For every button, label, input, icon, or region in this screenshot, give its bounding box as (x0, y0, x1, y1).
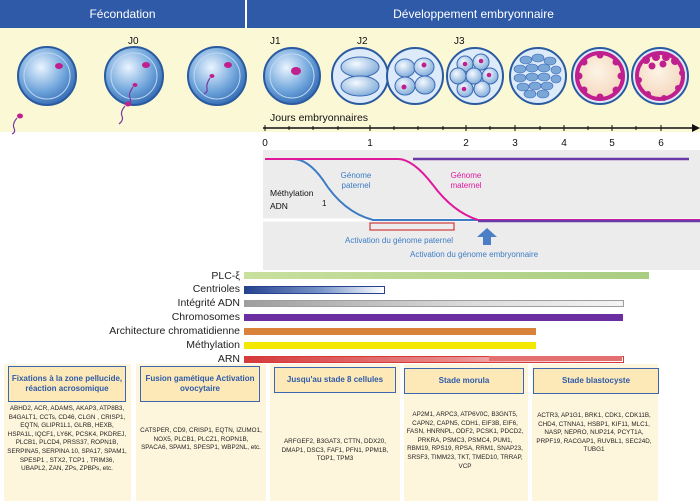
blastocyst-early-icon (571, 47, 629, 105)
timeline-tick-1: 1 (367, 138, 373, 149)
factor-label-dna-integrity: Intégrité ADN (177, 297, 240, 309)
methylation-curves (263, 157, 700, 245)
stage-label-j0: J0 (128, 36, 139, 47)
timeline-tick-5: 5 (609, 138, 615, 149)
timeline-tick-0: 0 (262, 138, 268, 149)
four-cell-embryo-icon (386, 47, 444, 105)
header-developpement: Développement embryonnaire (247, 0, 700, 28)
paternal-activation-label: Activation du génome paternel (345, 236, 454, 245)
factor-label-chromosomes: Chromosomes (171, 311, 240, 323)
stage-label-j2: J2 (357, 36, 368, 47)
factor-label-rna: ARN (217, 353, 240, 365)
timeline-title: Jours embryonnaires (270, 112, 369, 124)
card-morula-body: AP2M1, ARPC3, ATP6V0C, B3GNT5, CAPN2, CA… (406, 411, 524, 470)
timeline-tick-4: 4 (561, 138, 567, 149)
methylation-label-line1: Méthylation (270, 188, 314, 198)
card-fusion-title: Fusion gamétique Activation ovocytaire (140, 366, 260, 402)
card-blastocyst-body: ACTR3, AP1G1, BRK1, CDK1, CDK11B, CHD4, … (536, 412, 652, 454)
card-zona-pellucida-body: ABHD2, ACR, ADAMS, AKAP3, ATP8B3, B4GALT… (7, 405, 127, 473)
zygote-icon (263, 47, 321, 105)
stage-label-j1: J1 (270, 36, 281, 47)
card-8-cells-body: ARFGEF2, B3GAT3, CTTN, DDX20, DMAP1, DSC… (281, 438, 389, 463)
maternal-genome-label: Génome maternel (450, 171, 482, 190)
header-divider (245, 0, 247, 28)
paternal-genome-label: Génome paternel (340, 171, 372, 190)
factor-bar-methylation (244, 342, 536, 349)
card-8-cells-title: Jusqu'au stade 8 cellules (274, 367, 396, 393)
methylation-panel (263, 150, 700, 270)
eight-cell-embryo-icon (446, 47, 504, 105)
timeline-axis (263, 124, 700, 132)
header-fecondation: Fécondation (0, 0, 245, 28)
factor-bar-chromosomes (244, 314, 623, 321)
factor-bar-rna-marker (489, 356, 622, 361)
card-morula-title: Stade morula (404, 368, 524, 394)
card-zona-pellucida-title: Fixations à la zone pellucide, réaction … (8, 366, 126, 402)
methylation-label: Méthylation ADN (270, 187, 313, 213)
factor-bar-dna-integrity (244, 300, 624, 307)
timeline-tick-3: 3 (512, 138, 518, 149)
two-cell-embryo-icon (331, 47, 389, 105)
morula-icon (509, 47, 567, 105)
stage-label-j3: J3 (454, 36, 465, 47)
factor-bar-chromatin (244, 328, 536, 335)
factor-bar-centrioles (244, 286, 385, 294)
methylation-marker: 1 (322, 199, 327, 208)
blastocyst-late-icon (631, 47, 689, 105)
factor-label-chromatin: Architecture chromatidienne (109, 325, 240, 337)
factor-label-centrioles: Centrioles (192, 283, 240, 295)
factor-label-plc: PLC-ξ (211, 270, 240, 282)
fertilization-icon (104, 46, 164, 125)
embryo-stages-illustration (11, 46, 689, 135)
embryonic-activation-label: Activation du génome embryonnaire (410, 250, 539, 259)
factor-label-methylation: Méthylation (186, 339, 240, 351)
oocyte-icon (11, 46, 77, 135)
timeline-tick-2: 2 (463, 138, 469, 149)
factor-bar-plc (244, 272, 649, 279)
header-developpement-title: Développement embryonnaire (393, 7, 554, 21)
card-blastocyst-title: Stade blastocyste (533, 368, 659, 394)
factor-bar-rna (244, 356, 624, 363)
card-fusion-body: CATSPER, CD9, CRISP1, EQTN, IZUMO1, NOX5… (140, 427, 262, 452)
methylation-label-line2: ADN (270, 201, 288, 211)
sperm-approach-icon (187, 46, 247, 106)
header-fecondation-title: Fécondation (89, 7, 156, 21)
timeline-tick-6: 6 (658, 138, 664, 149)
